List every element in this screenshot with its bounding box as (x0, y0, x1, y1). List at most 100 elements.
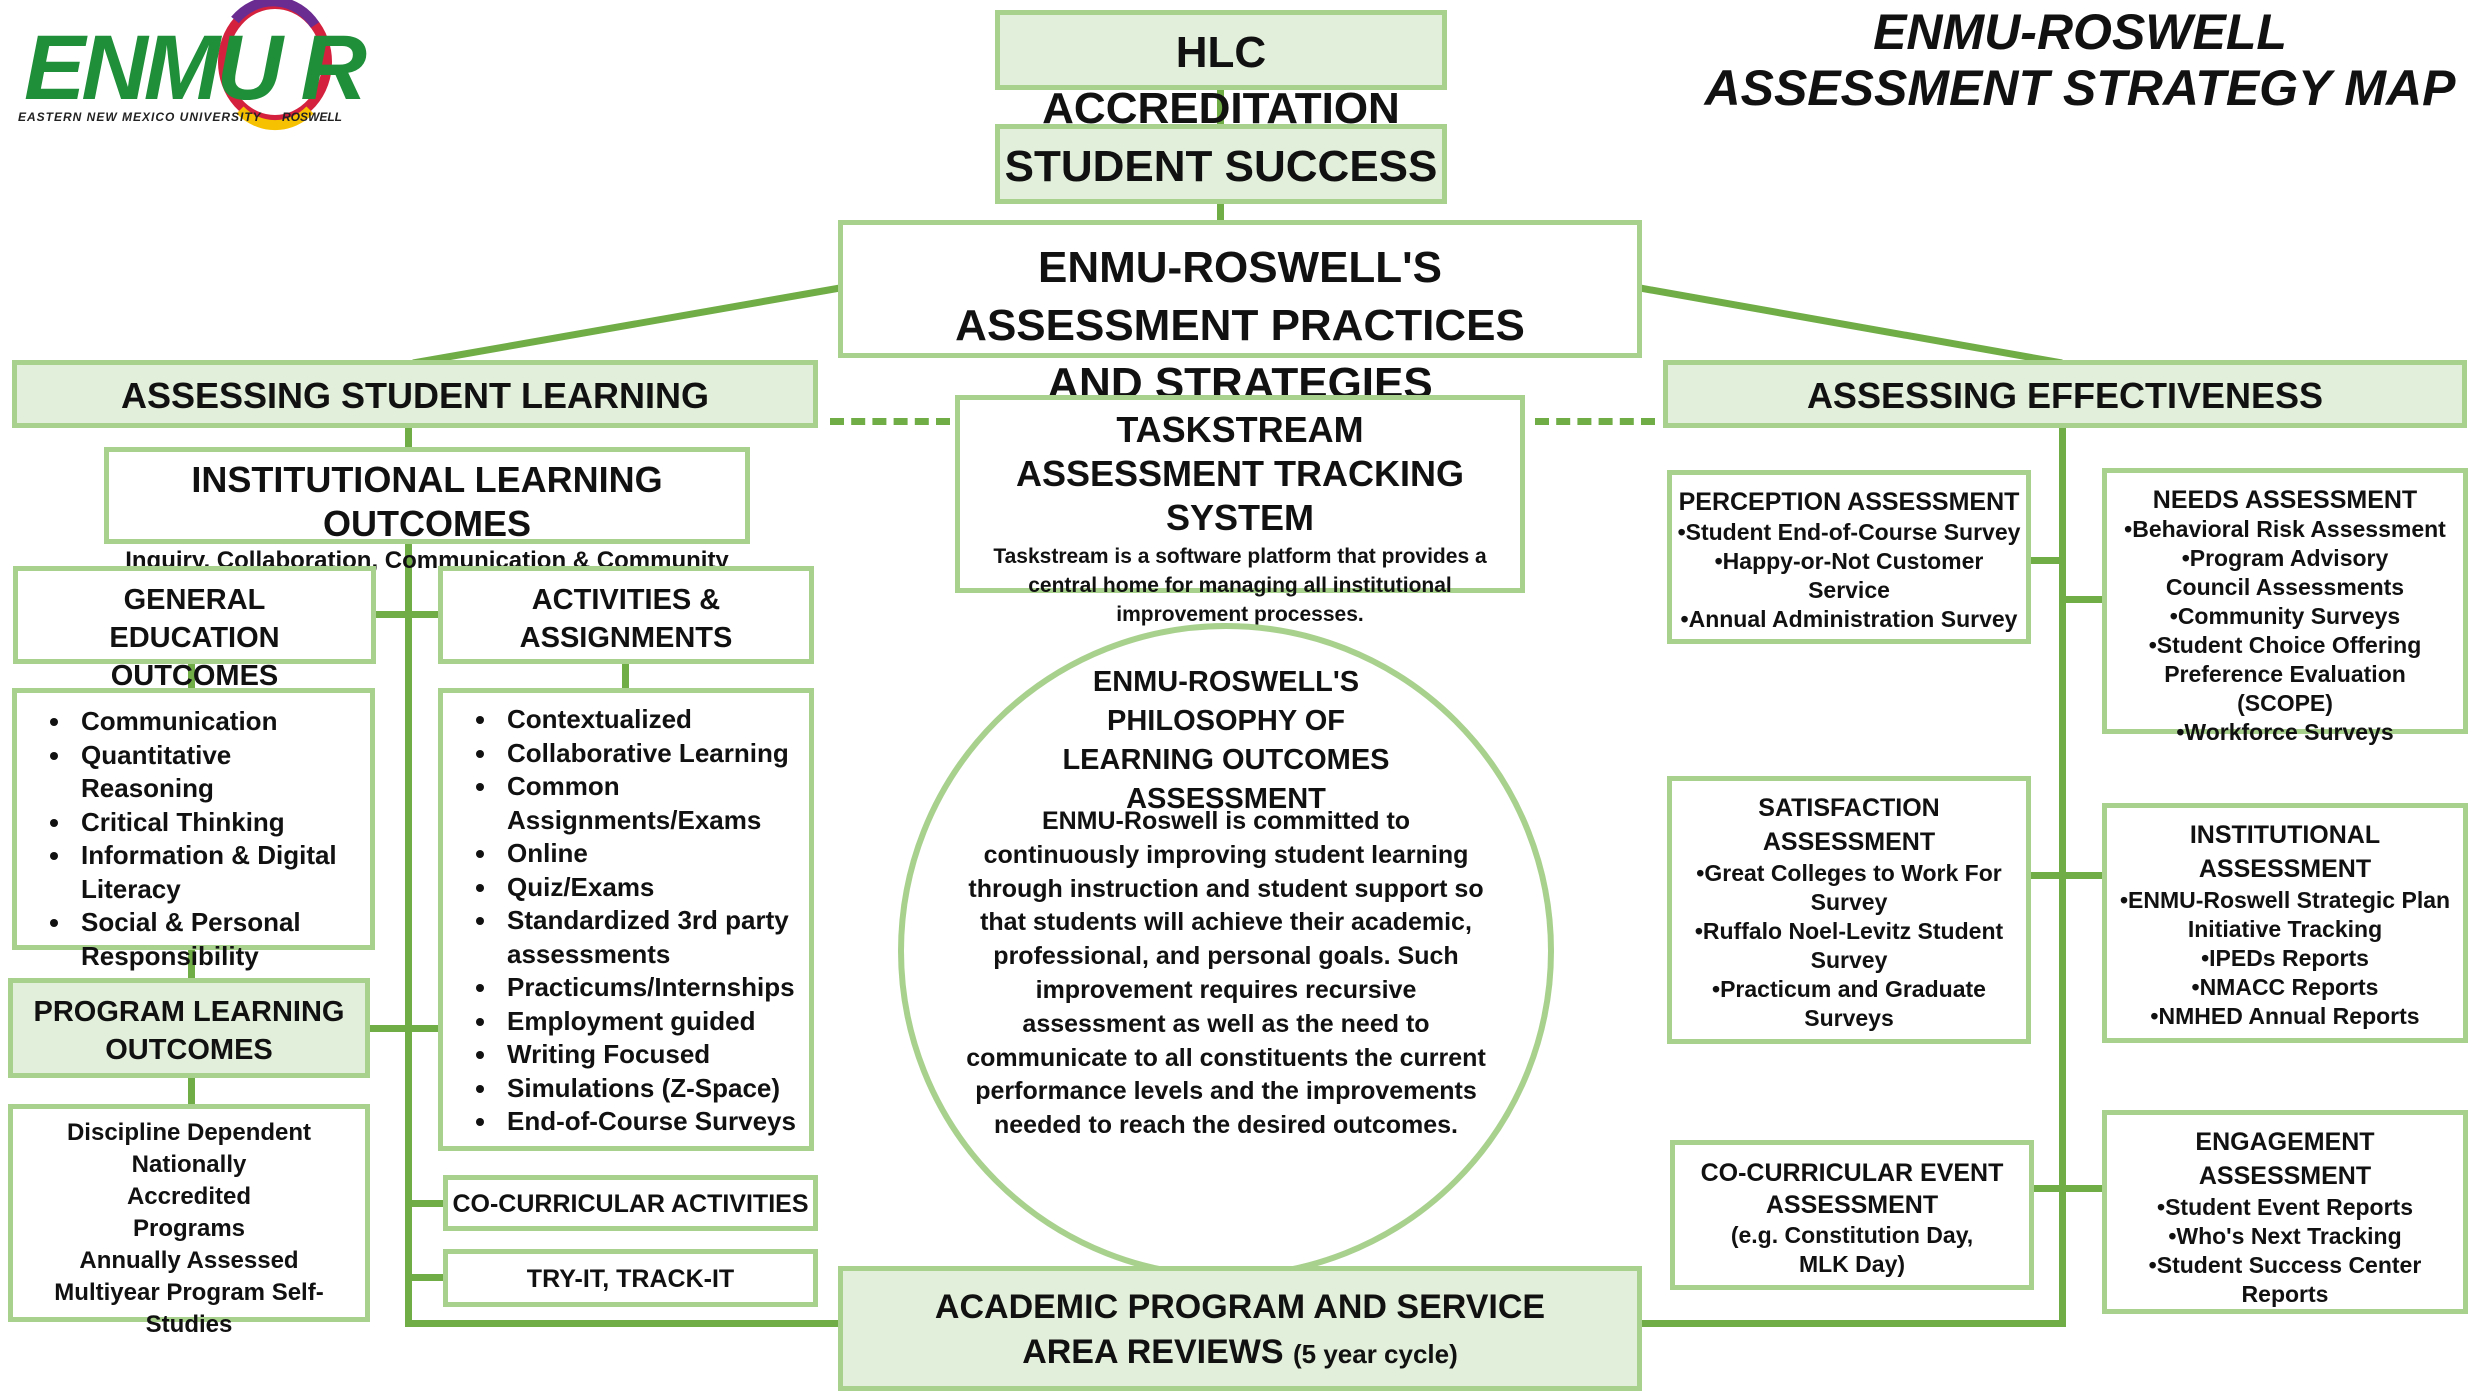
philosophy-text: ENMU-Roswell is committed to continuousl… (966, 807, 1486, 1140)
list-item: End-of-Course Surveys (499, 1105, 809, 1139)
list-item: Employment guided (499, 1005, 809, 1039)
list-item: Social & Personal Responsibility (73, 906, 370, 973)
activities-list-box: Contextualized Collaborative Learning Co… (438, 688, 814, 1151)
list-item: •Student End-of-Course Survey (1677, 519, 2021, 545)
co-curricular-activities-box: CO-CURRICULAR ACTIVITIES (443, 1175, 818, 1231)
left-spine (405, 540, 412, 1327)
general-education-title: GENERAL EDUCATION OUTCOMES (109, 584, 280, 692)
page-title: ENMU-ROSWELL ASSESSMENT STRATEGY MAP (1704, 4, 2456, 116)
list-item: •NMACC Reports (2191, 974, 2379, 1000)
activities-assignments-box: ACTIVITIES & ASSIGNMENTS (438, 566, 814, 664)
logo-wordmark: ENMU R (24, 17, 367, 119)
satisfaction-title: SATISFACTION ASSESSMENT (1758, 794, 1940, 856)
try-it-track-it-label: TRY-IT, TRACK-IT (526, 1265, 735, 1293)
ilo-title: INSTITUTIONAL LEARNING OUTCOMES (191, 459, 663, 544)
list-item: Standardized 3rd party assessments (499, 904, 809, 971)
hlc-accreditation-label: HLC ACCREDITATION (1042, 28, 1400, 133)
logo-subtitle: EASTERN NEW MEXICO UNIVERSITY (18, 110, 262, 124)
list-item: •Program Advisory Council Assessments (2165, 545, 2405, 600)
list-item: Discipline Dependent (66, 1119, 312, 1146)
connector-gened-program (188, 948, 195, 978)
program-reviews-cycle: (5 year cycle) (1292, 1339, 1458, 1369)
institutional-title: INSTITUTIONAL ASSESSMENT (2189, 821, 2381, 883)
list-item: •Student Success Center Reports (2148, 1252, 2422, 1307)
connector-engagement (2059, 1185, 2105, 1192)
perception-title: PERCEPTION ASSESSMENT (1678, 488, 2020, 516)
activities-assignments-title: ACTIVITIES & ASSIGNMENTS (519, 584, 733, 654)
logo-campus: ROSWELL (282, 110, 342, 124)
connector-satisfaction (2026, 872, 2066, 879)
taskstream-title: TASKSTREAM ASSESSMENT TRACKING SYSTEM (1015, 409, 1465, 538)
engagement-title: ENGAGEMENT ASSESSMENT (2195, 1128, 2375, 1190)
program-reviews-title: ACADEMIC PROGRAM AND SERVICE AREA REVIEW… (903, 1285, 1577, 1377)
assessment-practices-box: ENMU-ROSWELL'S ASSESSMENT PRACTICES AND … (838, 220, 1642, 408)
list-item: •Student Choice Offering Preference Eval… (2148, 632, 2422, 716)
program-reviews-label: ACADEMIC PROGRAM AND SERVICE AREA REVIEW… (934, 1288, 1546, 1371)
institutional-assessment-box: INSTITUTIONAL ASSESSMENT •ENMU-Roswell S… (2102, 803, 2468, 1043)
list-item: Nationally Accredited Programs (126, 1151, 252, 1242)
list-item: •Happy-or-Not Customer Service (1714, 548, 1984, 603)
assessing-effectiveness-label: ASSESSING EFFECTIVENESS (1806, 375, 2324, 416)
co-curricular-activities-label: CO-CURRICULAR ACTIVITIES (452, 1190, 809, 1218)
list-item: •Annual Administration Survey (1680, 606, 2018, 632)
connector-tryit (405, 1274, 445, 1281)
list-item: Annually Assessed (79, 1247, 299, 1274)
connector-needs (2059, 596, 2105, 603)
list-item: Critical Thinking (73, 806, 370, 840)
dashed-connector-left (830, 418, 950, 425)
program-list-box: Discipline Dependent Nationally Accredit… (8, 1104, 370, 1338)
list-item: Writing Focused (499, 1038, 809, 1072)
perception-assessment-box: PERCEPTION ASSESSMENT •Student End-of-Co… (1667, 470, 2031, 644)
list-item: •Ruffalo Noel-Levitz Student Survey (1694, 918, 2004, 973)
co-curricular-event-assessment-box: CO-CURRICULAR EVENT ASSESSMENT (e.g. Con… (1670, 1140, 2034, 1290)
connector-program-list (188, 1076, 195, 1106)
activities-list: Contextualized Collaborative Learning Co… (443, 703, 809, 1139)
assessing-effectiveness-header: ASSESSING EFFECTIVENESS (1663, 360, 2467, 428)
logo-swoosh-icon (218, 0, 332, 131)
list-item: •Practicum and Graduate Surveys (1712, 976, 1986, 1031)
institutional-learning-outcomes-box: INSTITUTIONAL LEARNING OUTCOMES Inquiry,… (104, 447, 750, 574)
list-item: •NMHED Annual Reports (2150, 1003, 2420, 1029)
connector-gened-list (188, 660, 195, 691)
satisfaction-assessment-box: SATISFACTION ASSESSMENT •Great Colleges … (1667, 776, 2031, 1044)
assessment-practices-label: ENMU-ROSWELL'S ASSESSMENT PRACTICES AND … (955, 243, 1525, 408)
list-item: •Community Surveys (2169, 603, 2401, 629)
taskstream-text: Taskstream is a software platform that p… (993, 545, 1487, 626)
general-education-outcomes-box: GENERAL EDUCATION OUTCOMES (13, 566, 376, 692)
co-event-title: CO-CURRICULAR EVENT ASSESSMENT (1700, 1159, 2004, 1219)
dashed-connector-right (1535, 418, 1655, 425)
connector-asl-ilo (405, 425, 412, 450)
try-it-track-it-box: TRY-IT, TRACK-IT (443, 1249, 818, 1307)
connector-perception (2026, 557, 2066, 564)
list-item: •Behavioral Risk Assessment (2124, 516, 2446, 542)
assessing-student-learning-header: ASSESSING STUDENT LEARNING (12, 360, 818, 428)
list-item: Quiz/Exams (499, 871, 809, 905)
list-item: Contextualized (499, 703, 809, 737)
co-event-subtitle: (e.g. Constitution Day, MLK Day) (1730, 1222, 1974, 1277)
hlc-accreditation-box: HLC ACCREDITATION (995, 10, 1447, 133)
student-success-label: STUDENT SUCCESS (1004, 142, 1438, 191)
connector-success-practices (1217, 202, 1224, 222)
list-item: •ENMU-Roswell Strategic Plan Initiative … (2119, 887, 2451, 942)
list-item: •Student Event Reports (2157, 1194, 2413, 1220)
taskstream-box: TASKSTREAM ASSESSMENT TRACKING SYSTEM Ta… (955, 395, 1525, 626)
list-item: •IPEDs Reports (2201, 945, 2369, 971)
connector-activities-list (622, 662, 629, 692)
student-success-box: STUDENT SUCCESS (995, 124, 1447, 204)
list-item: Information & Digital Literacy (73, 839, 370, 906)
program-reviews-box: ACADEMIC PROGRAM AND SERVICE AREA REVIEW… (838, 1266, 1642, 1391)
connector-bottom-right (1635, 1320, 2066, 1327)
philosophy-title: ENMU-ROSWELL'S PHILOSOPHY OF LEARNING OU… (1062, 666, 1390, 815)
program-learning-outcomes-box: PROGRAM LEARNING OUTCOMES (8, 978, 370, 1078)
list-item: Quantitative Reasoning (73, 739, 370, 806)
assessing-student-learning-label: ASSESSING STUDENT LEARNING (120, 375, 710, 416)
list-item: Practicums/Internships (499, 971, 809, 1005)
connector-gened (372, 611, 442, 618)
list-item: Common Assignments/Exams (499, 770, 809, 837)
list-item: Collaborative Learning (499, 737, 809, 771)
list-item: •Who's Next Tracking (2168, 1223, 2402, 1249)
list-item: •Great Colleges to Work For Survey (1696, 860, 2002, 915)
list-item: Simulations (Z-Space) (499, 1072, 809, 1106)
engagement-assessment-box: ENGAGEMENT ASSESSMENT •Student Event Rep… (2102, 1110, 2468, 1314)
